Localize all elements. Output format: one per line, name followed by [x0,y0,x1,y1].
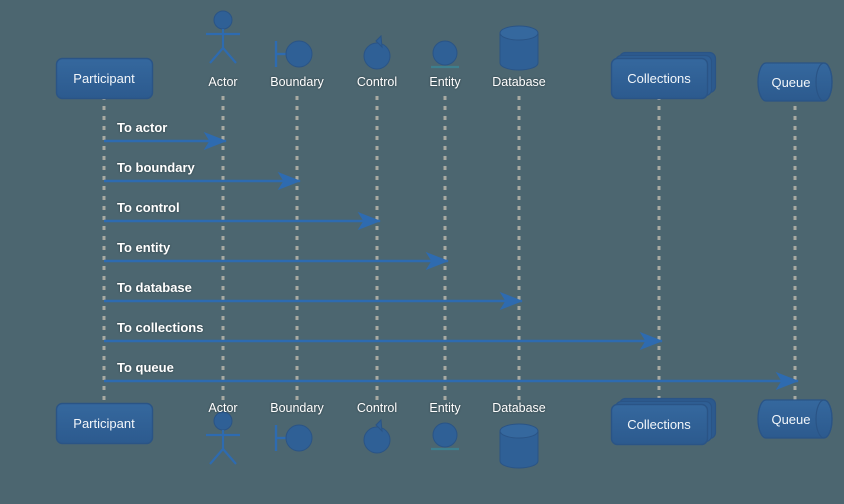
database-cylinder-icon [499,25,539,71]
queue-cap-icon [815,62,833,102]
stick-figure-actor-icon [206,411,240,465]
boundary-icon [274,40,313,68]
lifeline-label-participant-bottom: Participant [73,415,135,431]
database-body-icon [499,32,539,71]
lifeline-label-database-bottom: Database [492,401,546,415]
stick-figure-actor-icon [206,10,240,64]
lifeline-label-entity-bottom: Entity [429,401,461,415]
entity-icon [431,40,459,69]
database-body-icon [499,430,539,469]
actor-leg-right-icon [222,47,237,64]
database-cylinder-icon [499,423,539,469]
collections-card-front-icon[interactable] [610,57,709,100]
entity-circle-icon [432,422,458,448]
boundary-circle-icon [285,40,313,68]
control-circle-icon [363,426,391,454]
lifeline-label-participant-top: Participant [73,70,135,86]
message-label-0: To actor [117,120,168,135]
control-icon [363,34,391,70]
entity-icon [431,422,459,451]
control-arrow-icon [375,418,383,433]
participant-box-participant-top[interactable] [55,57,154,100]
lifeline-label-control-top: Control [356,75,398,89]
control-arrow-icon [375,34,383,49]
collections-card-front-icon[interactable] [610,403,709,446]
lifeline-label-queue-bottom: Queue [771,411,811,427]
message-label-6: To queue [117,360,174,375]
message-label-4: To database [117,280,192,295]
entity-circle-icon [432,40,458,66]
participant-box-participant-bottom[interactable] [55,402,154,445]
lifeline-label-database-top: Database [492,75,546,89]
lifeline-label-collections-bottom: Collections [627,416,691,432]
lifeline-label-collections-top: Collections [627,70,691,86]
actor-head-icon [213,10,233,30]
lifeline-label-boundary-top: Boundary [270,75,324,89]
lifeline-label-actor-bottom: Actor [208,401,238,415]
lifeline-label-boundary-bottom: Boundary [270,401,324,415]
control-icon [363,418,391,454]
control-circle-icon [363,42,391,70]
message-label-2: To control [117,200,180,215]
lifeline-label-entity-top: Entity [429,75,461,89]
messages-group [104,131,800,391]
boundary-circle-icon [285,424,313,452]
lifeline-label-queue-top: Queue [771,74,811,90]
message-label-3: To entity [117,240,171,255]
lifeline-label-actor-top: Actor [208,75,238,89]
queue-cap-icon [815,399,833,439]
actor-leg-right-icon [222,448,237,465]
lifeline-label-control-bottom: Control [356,401,398,415]
actor-leg-left-icon [209,448,224,465]
actor-leg-left-icon [209,47,224,64]
lifeline-icons-group [55,10,833,469]
database-top-icon [499,423,539,439]
message-label-5: To collections [117,320,204,335]
database-top-icon [499,25,539,41]
boundary-icon [274,424,313,452]
message-label-1: To boundary [117,160,195,175]
